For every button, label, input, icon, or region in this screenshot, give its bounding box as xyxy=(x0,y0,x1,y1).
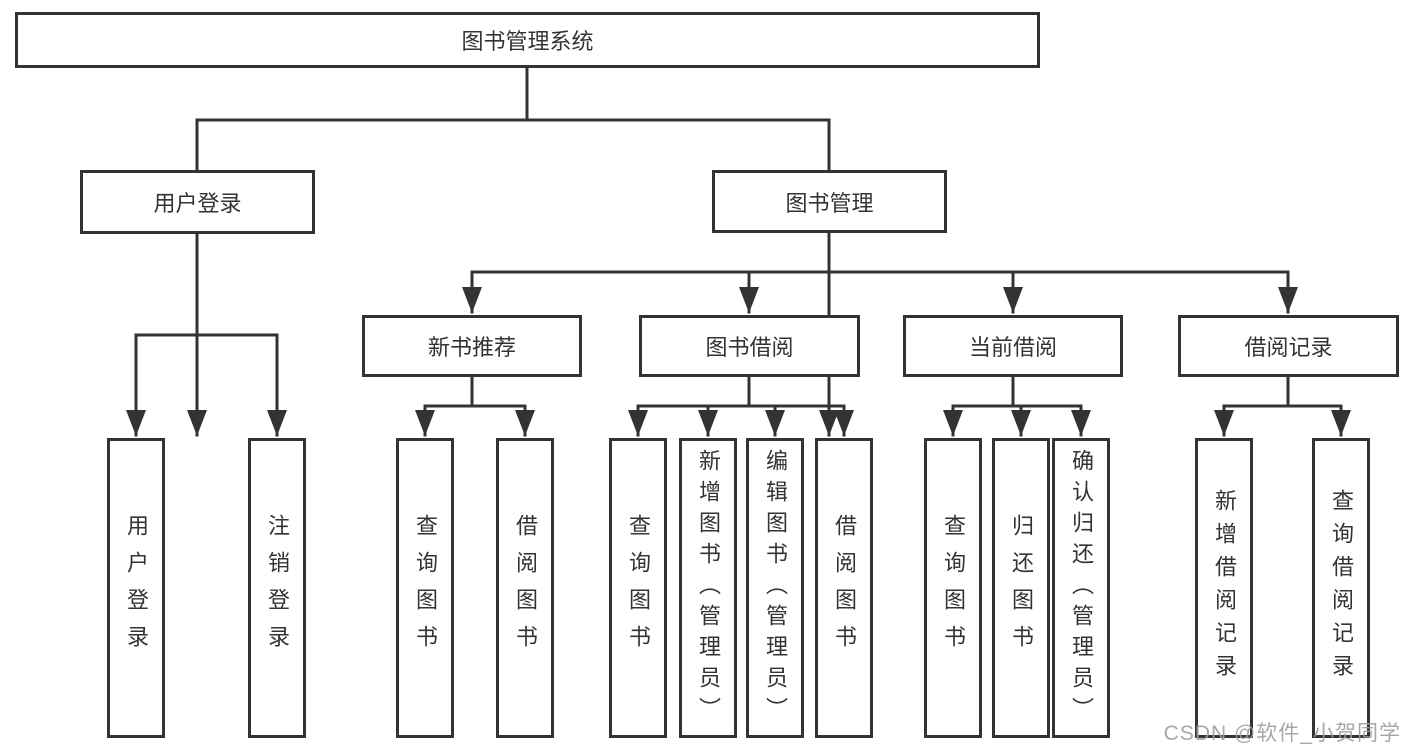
leaf-add-books-admin: 新增图书（管理员） xyxy=(679,438,737,738)
leaf-query-books-1-label: 查询图书 xyxy=(413,514,438,662)
leaf-query-books-2: 查询图书 xyxy=(609,438,667,738)
leaf-user-login-label: 用户登录 xyxy=(124,514,149,662)
leaf-query-borrow-record: 查询借阅记录 xyxy=(1312,438,1370,738)
leaf-edit-books-admin: 编辑图书（管理员） xyxy=(746,438,804,738)
leaf-query-books-3: 查询图书 xyxy=(924,438,982,738)
connector-user-login-branch xyxy=(126,232,287,437)
leaf-borrow-books-2: 借阅图书 xyxy=(815,438,873,738)
leaf-return-books: 归还图书 xyxy=(992,438,1050,738)
node-book-borrow: 图书借阅 xyxy=(639,315,860,377)
leaf-add-borrow-record: 新增借阅记录 xyxy=(1195,438,1253,738)
leaf-confirm-return-admin-label: 确认归还（管理员） xyxy=(1069,448,1094,728)
leaf-query-borrow-record-label: 查询借阅记录 xyxy=(1329,489,1354,687)
node-new-book-recommend: 新书推荐 xyxy=(362,315,582,377)
node-user-login: 用户登录 xyxy=(80,170,315,234)
node-library-management-system: 图书管理系统 xyxy=(15,12,1040,68)
leaf-confirm-return-admin: 确认归还（管理员） xyxy=(1052,438,1110,738)
leaf-edit-books-admin-label: 编辑图书（管理员） xyxy=(763,448,788,728)
leaf-query-books-3-label: 查询图书 xyxy=(941,514,966,662)
watermark: CSDN @软件_小贺同学 xyxy=(1163,722,1401,745)
connector-root-to-level2 xyxy=(187,66,839,437)
leaf-borrow-books-2-label: 借阅图书 xyxy=(832,514,857,662)
connector-current-borrow-branch xyxy=(943,375,1091,437)
connector-book-management-branch xyxy=(462,231,1298,314)
leaf-user-login: 用户登录 xyxy=(107,438,165,738)
leaf-borrow-books-1-label: 借阅图书 xyxy=(513,514,538,662)
node-book-management: 图书管理 xyxy=(712,170,947,233)
leaf-logout-label: 注销登录 xyxy=(265,514,290,662)
node-current-borrow: 当前借阅 xyxy=(903,315,1123,377)
connector-borrow-records-branch xyxy=(1214,375,1351,437)
leaf-add-books-admin-label: 新增图书（管理员） xyxy=(696,448,721,728)
leaf-add-borrow-record-label: 新增借阅记录 xyxy=(1212,489,1237,687)
leaf-query-books-1: 查询图书 xyxy=(396,438,454,738)
leaf-query-books-2-label: 查询图书 xyxy=(626,514,651,662)
leaf-borrow-books-1: 借阅图书 xyxy=(496,438,554,738)
node-borrow-records: 借阅记录 xyxy=(1178,315,1399,377)
leaf-return-books-label: 归还图书 xyxy=(1009,514,1034,662)
leaf-logout: 注销登录 xyxy=(248,438,306,738)
connector-new-book-branch xyxy=(415,375,535,437)
connector-book-borrow-branch xyxy=(628,375,854,437)
